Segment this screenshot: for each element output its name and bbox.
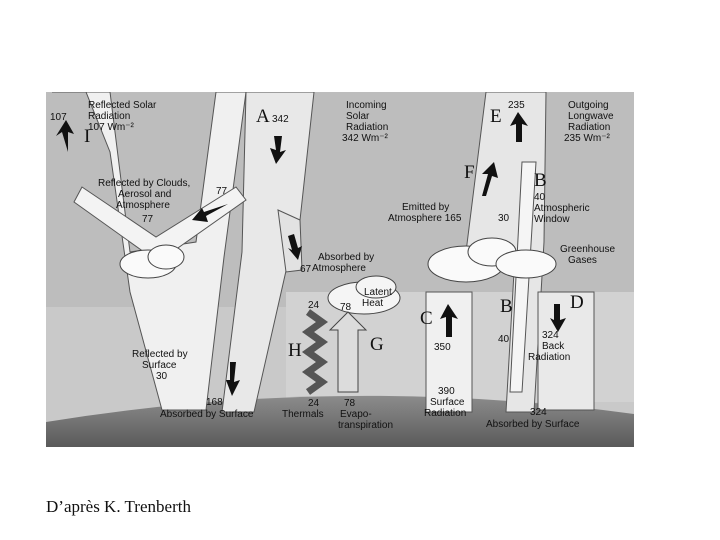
letter-h: H <box>288 340 302 361</box>
letter-c: C <box>420 308 433 329</box>
label-refl-surface-l3: 30 <box>156 371 168 382</box>
letter-b-mid: B <box>500 296 513 317</box>
label-latent-l2: Heat <box>362 298 383 309</box>
label-clouds-value-b: 77 <box>216 186 228 197</box>
label-outgoing-value: 235 <box>508 100 525 111</box>
label-reflected-clouds: Reflected by Clouds, Aerosol and Atmosph… <box>98 178 190 211</box>
arrow-incoming-down <box>270 136 286 164</box>
label-window-l1: Atmospheric <box>534 203 590 214</box>
label-outgoing-l3: Radiation <box>568 122 610 133</box>
label-emitted-l1: Emitted by <box>402 202 449 213</box>
label-thermals-text: Thermals <box>282 409 324 420</box>
label-greenhouse: Greenhouse Gases <box>560 244 615 266</box>
label-latent-heat: Latent Heat <box>362 287 392 309</box>
label-emitted-30: 30 <box>498 213 510 224</box>
label-thermals-bottom: 24 <box>308 398 320 409</box>
label-reflected-solar-l1: Reflected Solar <box>88 100 157 111</box>
arrow-reflected-up <box>56 120 74 152</box>
label-surface-l3: Radiation <box>424 408 466 419</box>
label-clouds-value: 77 <box>142 214 154 225</box>
letter-f: F <box>464 162 475 183</box>
label-evapo-l1: Evapo- <box>340 409 372 420</box>
label-absorbed-atm-l1: Absorbed by <box>318 252 374 263</box>
label-emitted-atm: Emitted by Atmosphere 165 <box>388 202 462 224</box>
label-clouds-l1: Reflected by Clouds, <box>98 178 190 189</box>
label-surface-l2: Surface <box>430 397 465 408</box>
label-absorbed-left-text: Absorbed by Surface <box>160 409 254 420</box>
label-absorbed-right-value: 324 <box>530 407 547 418</box>
thermals-zigzag <box>301 309 329 395</box>
label-absorbed-atm: Absorbed by Atmosphere <box>312 252 374 274</box>
label-back-40: 40 <box>498 334 510 345</box>
back-radiation-column <box>537 291 595 411</box>
label-incoming-value: 342 <box>272 114 289 125</box>
label-absorbed-right-text: Absorbed by Surface <box>486 419 580 430</box>
cloud-right <box>427 237 557 283</box>
label-reflected-solar-l3: 107 Wm⁻² <box>88 122 135 133</box>
label-incoming-solar: Incoming Solar Radiation 342 Wm⁻² <box>342 100 389 144</box>
label-refl-surface-l1: Reflected by <box>132 349 188 360</box>
label-latent-value: 78 <box>340 302 352 313</box>
label-outgoing-l1: Outgoing <box>568 100 609 111</box>
cloud-latent <box>327 275 401 315</box>
incoming-solar-band <box>221 92 315 413</box>
arrow-back-rad <box>550 304 566 332</box>
label-thermals-value: 24 <box>308 300 320 311</box>
label-evapo-l2: transpiration <box>338 420 393 431</box>
label-absorbed-atm-value: 67 <box>300 264 312 275</box>
label-window-40: 40 <box>534 192 546 203</box>
letter-e: E <box>490 106 502 127</box>
label-back-l1: 324 <box>542 330 559 341</box>
label-outgoing-l2: Longwave <box>568 111 614 122</box>
letter-a: A <box>256 106 270 127</box>
label-clouds-l2: Aerosol and <box>118 189 171 200</box>
credit-caption: D’après K. Trenberth <box>46 497 191 516</box>
arrows <box>56 112 566 396</box>
letter-i: I <box>84 126 90 147</box>
energy-budget-diagram: Reflected Solar Radiation 107 Wm⁻² 107 3… <box>46 92 634 447</box>
cloud-left <box>119 244 185 279</box>
label-absorbed-left-value: 168 <box>206 397 223 408</box>
label-surface-rad: 390 Surface Radiation <box>424 386 466 419</box>
label-back-rad: 324 Back Radiation <box>528 330 570 363</box>
label-reflected-surface: Reflected by Surface 30 <box>132 349 188 382</box>
evapotranspiration-arrow <box>328 311 368 393</box>
label-back-l3: Radiation <box>528 352 570 363</box>
label-evapo: Evapo- transpiration <box>338 409 393 431</box>
label-absorbed-atm-l2: Atmosphere <box>312 263 366 274</box>
label-reflected-solar: Reflected Solar Radiation 107 Wm⁻² <box>88 100 157 133</box>
letter-g: G <box>370 334 384 355</box>
label-incoming-l4: 342 Wm⁻² <box>342 133 389 144</box>
label-incoming-l3: Radiation <box>346 122 388 133</box>
arrow-surface-absorbed <box>226 362 240 396</box>
arrow-surface-rad <box>440 304 458 337</box>
label-incoming-l1: Incoming <box>346 100 387 111</box>
arrow-outgoing-up <box>510 112 528 142</box>
label-window: Atmospheric Window <box>534 203 590 225</box>
arrow-emitted-atm <box>482 162 498 196</box>
label-latent-bottom: 78 <box>344 398 356 409</box>
label-surface-350: 350 <box>434 342 451 353</box>
label-reflected-value: 107 <box>50 112 67 123</box>
letter-d: D <box>570 292 584 313</box>
label-greenhouse-l2: Gases <box>568 255 597 266</box>
label-back-l2: Back <box>542 341 565 352</box>
label-reflected-solar-l2: Radiation <box>88 111 130 122</box>
label-clouds-l3: Atmosphere <box>116 200 170 211</box>
arrow-cloud-reflect <box>192 204 228 222</box>
label-outgoing-l4: 235 Wm⁻² <box>564 133 611 144</box>
label-emitted-l2: Atmosphere 165 <box>388 213 462 224</box>
label-outgoing-lw: Outgoing Longwave Radiation 235 Wm⁻² <box>564 100 614 144</box>
label-window-l2: Window <box>534 214 570 225</box>
label-surface-l1: 390 <box>438 386 455 397</box>
arrow-absorbed-atm <box>288 234 302 260</box>
label-latent-l1: Latent <box>364 287 392 298</box>
label-refl-surface-l2: Surface <box>142 360 177 371</box>
label-incoming-l2: Solar <box>346 111 370 122</box>
label-greenhouse-l1: Greenhouse <box>560 244 615 255</box>
letter-b-top: B <box>534 170 547 191</box>
